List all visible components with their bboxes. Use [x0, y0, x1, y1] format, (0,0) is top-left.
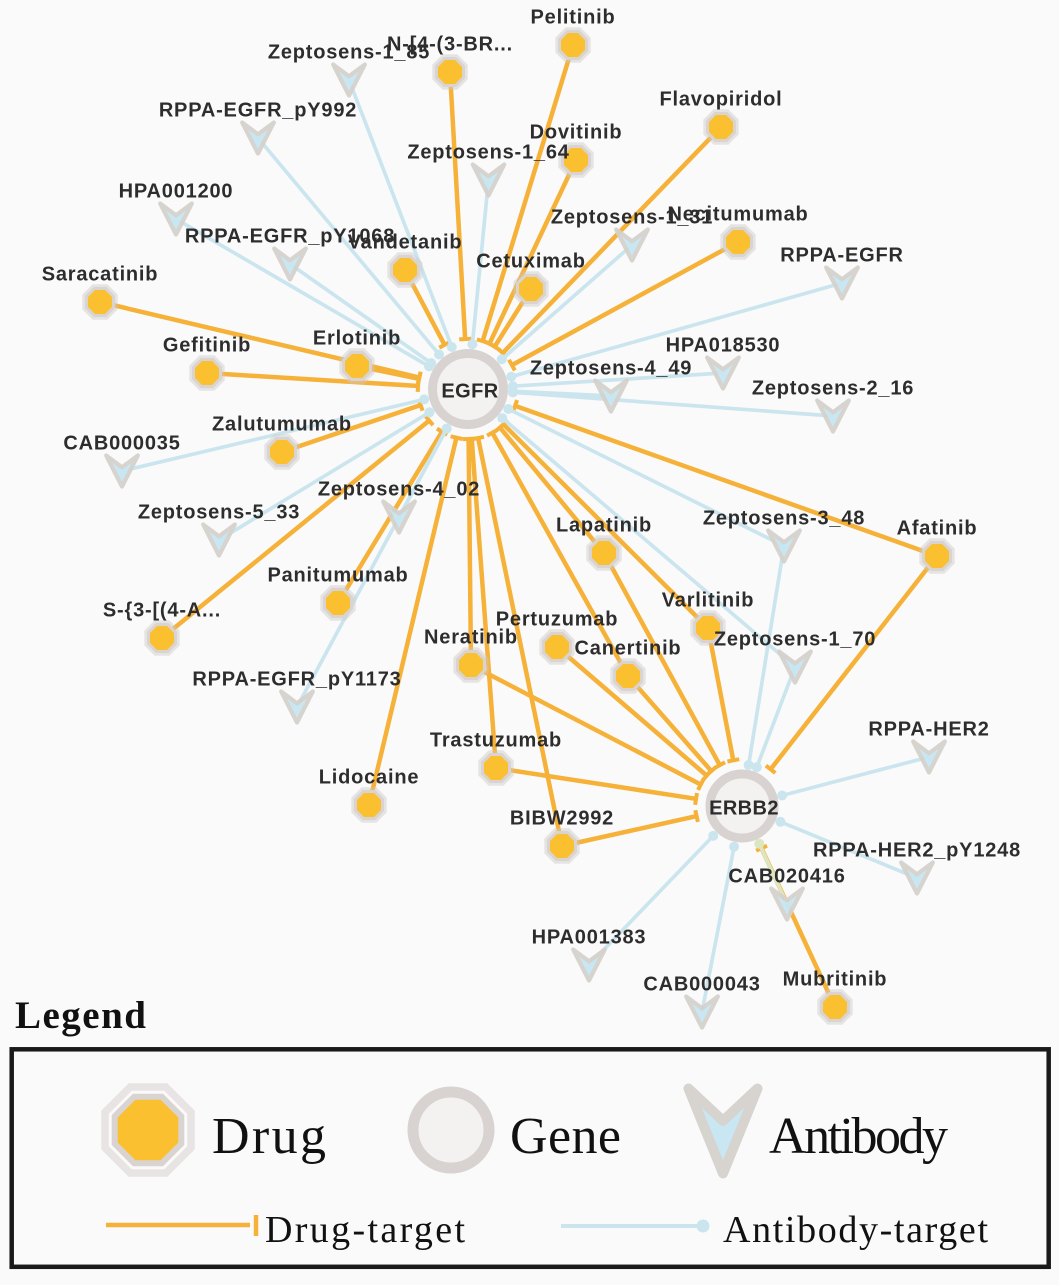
svg-text:Panitumumab: Panitumumab [267, 565, 408, 587]
svg-text:Erlotinib: Erlotinib [313, 328, 401, 350]
svg-text:RPPA-EGFR: RPPA-EGFR [780, 245, 904, 267]
svg-text:HPA001383: HPA001383 [532, 927, 647, 949]
svg-text:Antibody: Antibody [769, 1108, 948, 1165]
svg-text:RPPA-HER2: RPPA-HER2 [868, 719, 989, 741]
svg-text:Lidocaine: Lidocaine [319, 767, 420, 789]
svg-text:HPA001200: HPA001200 [119, 181, 234, 203]
svg-text:RPPA-EGFR_pY1173: RPPA-EGFR_pY1173 [192, 669, 401, 691]
svg-text:Zeptosens-1_70: Zeptosens-1_70 [714, 629, 876, 651]
svg-text:Gefitinib: Gefitinib [163, 335, 251, 357]
svg-text:Antibody-target: Antibody-target [723, 1209, 988, 1251]
svg-text:Drug: Drug [212, 1108, 326, 1165]
svg-text:Zeptosens-4_49: Zeptosens-4_49 [530, 358, 692, 380]
svg-text:Canertinib: Canertinib [575, 638, 682, 660]
svg-text:Gene: Gene [510, 1108, 621, 1165]
svg-text:ERBB2: ERBB2 [709, 798, 779, 820]
svg-text:CAB000043: CAB000043 [643, 974, 760, 996]
svg-text:Dovitinib: Dovitinib [530, 122, 623, 144]
svg-text:Mubritinib: Mubritinib [783, 969, 888, 991]
svg-text:Pelitinib: Pelitinib [531, 7, 616, 29]
svg-text:Zeptosens-1_31: Zeptosens-1_31 [551, 207, 713, 229]
svg-text:Zalutumumab: Zalutumumab [212, 414, 352, 436]
svg-text:BIBW2992: BIBW2992 [510, 808, 614, 830]
svg-text:Trastuzumab: Trastuzumab [430, 730, 562, 752]
svg-text:Neratinib: Neratinib [424, 627, 518, 649]
svg-text:Saracatinib: Saracatinib [42, 264, 159, 286]
svg-text:Zeptosens-4_02: Zeptosens-4_02 [318, 479, 480, 501]
svg-text:CAB020416: CAB020416 [728, 866, 845, 888]
svg-text:Lapatinib: Lapatinib [556, 515, 652, 537]
svg-text:Varlitinib: Varlitinib [662, 590, 754, 612]
svg-text:Zeptosens-5_33: Zeptosens-5_33 [138, 502, 300, 524]
svg-text:RPPA-EGFR_pY992: RPPA-EGFR_pY992 [159, 100, 357, 122]
svg-text:S-{3-[(4-A...: S-{3-[(4-A... [103, 600, 221, 622]
svg-text:Zeptosens-3_48: Zeptosens-3_48 [703, 508, 865, 530]
svg-text:CAB000035: CAB000035 [63, 433, 180, 455]
svg-text:RPPA-HER2_pY1248: RPPA-HER2_pY1248 [813, 840, 1021, 862]
svg-text:Zeptosens-1_64: Zeptosens-1_64 [407, 142, 569, 164]
svg-text:Cetuximab: Cetuximab [476, 251, 585, 273]
svg-text:Afatinib: Afatinib [897, 518, 978, 540]
svg-text:Legend: Legend [15, 994, 146, 1037]
svg-text:Zeptosens-2_16: Zeptosens-2_16 [752, 378, 914, 400]
svg-text:HPA018530: HPA018530 [666, 335, 781, 357]
svg-text:RPPA-EGFR_pY1068: RPPA-EGFR_pY1068 [185, 226, 395, 248]
svg-text:Flavopiridol: Flavopiridol [660, 89, 783, 111]
svg-text:Zeptosens-1_85: Zeptosens-1_85 [268, 42, 430, 64]
svg-text:EGFR: EGFR [441, 381, 498, 403]
